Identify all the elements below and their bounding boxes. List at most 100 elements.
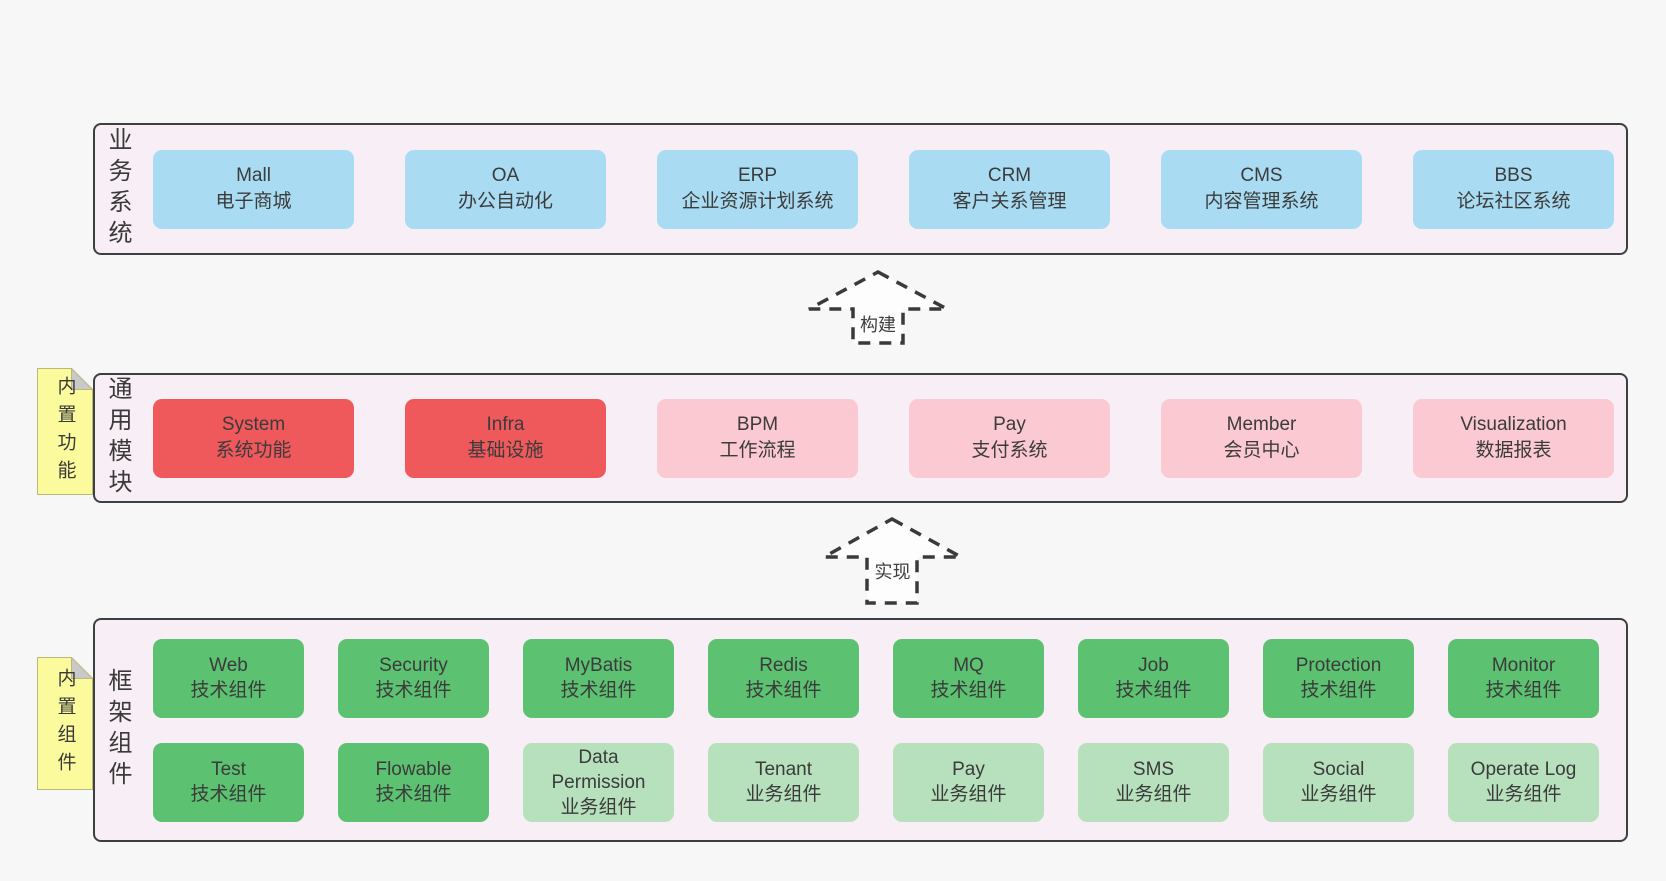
box-title: OA [491, 165, 520, 186]
box-web: Web 技术组件 [153, 638, 304, 718]
box-title: Infra [486, 414, 525, 435]
box-subtitle: 技术组件 [745, 680, 822, 701]
box-subtitle: 技术组件 [190, 784, 267, 805]
box-subtitle: 技术组件 [190, 680, 267, 701]
box-subtitle: 业务组件 [1300, 784, 1377, 805]
box-title: BPM [736, 414, 779, 435]
box-title: BBS [1494, 165, 1533, 186]
box-subtitle: 技术组件 [375, 784, 452, 805]
arrow-label: 构建 [857, 310, 899, 338]
box-title: Test [211, 759, 246, 780]
box-title: Pay [952, 759, 985, 780]
box-subtitle: 技术组件 [375, 680, 452, 701]
box-subtitle: 会员中心 [1223, 440, 1300, 461]
box-subtitle: 企业资源计划系统 [681, 191, 834, 212]
box-title: Mall [236, 165, 271, 186]
arrow-build: 构建 [807, 270, 949, 345]
sticky-note-built-in-features: 内置功能 [37, 368, 93, 495]
box-subtitle: 技术组件 [560, 680, 637, 701]
box-title: Monitor [1491, 655, 1556, 676]
box-subtitle: 基础设施 [467, 440, 544, 461]
box-protection: Protection 技术组件 [1263, 638, 1414, 718]
box-cms: CMS 内容管理系统 [1161, 149, 1362, 229]
sticky-note-label: 内置功能 [54, 375, 76, 488]
box-subtitle: 业务组件 [1485, 784, 1562, 805]
box-redis: Redis 技术组件 [708, 638, 859, 718]
box-subtitle: 业务组件 [930, 784, 1007, 805]
box-pay: Pay 业务组件 [893, 742, 1044, 822]
box-title: MQ [953, 655, 984, 676]
box-title: Flowable [375, 759, 452, 780]
dashed-up-arrow-icon [808, 270, 948, 345]
box-subtitle: 业务组件 [745, 784, 822, 805]
box-subtitle: 论坛社区系统 [1456, 191, 1571, 212]
box-subtitle: 办公自动化 [457, 191, 553, 212]
arrow-implement: 实现 [822, 517, 963, 605]
box-system: System 系统功能 [153, 398, 354, 478]
box-title: System [221, 414, 286, 435]
box-title: CMS [1240, 165, 1283, 186]
box-test: Test 技术组件 [153, 742, 304, 822]
box-title: Pay [993, 414, 1026, 435]
arrow-label: 实现 [871, 557, 914, 585]
box-mybatis: MyBatis 技术组件 [523, 638, 674, 718]
layer-label-common-modules: 通用模块 [104, 376, 131, 500]
sticky-note-icon [37, 657, 93, 790]
box-subtitle: 技术组件 [1485, 680, 1562, 701]
box-mall: Mall 电子商城 [153, 149, 354, 229]
box-member: Member 会员中心 [1161, 398, 1362, 478]
box-tenant: Tenant 业务组件 [708, 742, 859, 822]
box-monitor: Monitor 技术组件 [1448, 638, 1599, 718]
box-infra: Infra 基础设施 [405, 398, 606, 478]
box-subtitle: 数据报表 [1475, 440, 1552, 461]
box-bpm: BPM 工作流程 [657, 398, 858, 478]
sticky-note-label: 内置组件 [54, 667, 76, 780]
layer-label-framework-components: 框架组件 [104, 668, 131, 792]
box-title: Social [1312, 759, 1365, 780]
box-security: Security 技术组件 [338, 638, 489, 718]
box-title: Web [209, 655, 248, 676]
box-subtitle: 业务组件 [560, 796, 637, 818]
box-title: Operate Log [1470, 759, 1577, 780]
box-title: Job [1138, 655, 1169, 676]
box-title: Data Permission [551, 746, 646, 793]
box-operate-log: Operate Log 业务组件 [1448, 742, 1599, 822]
box-title: Security [379, 655, 448, 676]
box-title: Tenant [754, 759, 813, 780]
box-job: Job 技术组件 [1078, 638, 1229, 718]
box-erp: ERP 企业资源计划系统 [657, 149, 858, 229]
box-subtitle: 系统功能 [215, 440, 292, 461]
box-data-permission: Data Permission 业务组件 [523, 742, 674, 822]
box-oa: OA 办公自动化 [405, 149, 606, 229]
box-subtitle: 内容管理系统 [1204, 191, 1319, 212]
box-title: Redis [759, 655, 808, 676]
box-subtitle: 技术组件 [1300, 680, 1377, 701]
box-subtitle: 业务组件 [1115, 784, 1192, 805]
layer-label-business-systems: 业务系统 [104, 127, 131, 251]
box-title: MyBatis [564, 655, 633, 676]
box-subtitle: 电子商城 [215, 191, 292, 212]
box-title: ERP [737, 165, 778, 186]
box-bbs: BBS 论坛社区系统 [1413, 149, 1614, 229]
box-subtitle: 技术组件 [930, 680, 1007, 701]
sticky-note-icon [37, 368, 93, 495]
box-title: Protection [1295, 655, 1382, 676]
box-flowable: Flowable 技术组件 [338, 742, 489, 822]
box-subtitle: 工作流程 [719, 440, 796, 461]
box-subtitle: 技术组件 [1115, 680, 1192, 701]
box-title: Member [1226, 414, 1297, 435]
